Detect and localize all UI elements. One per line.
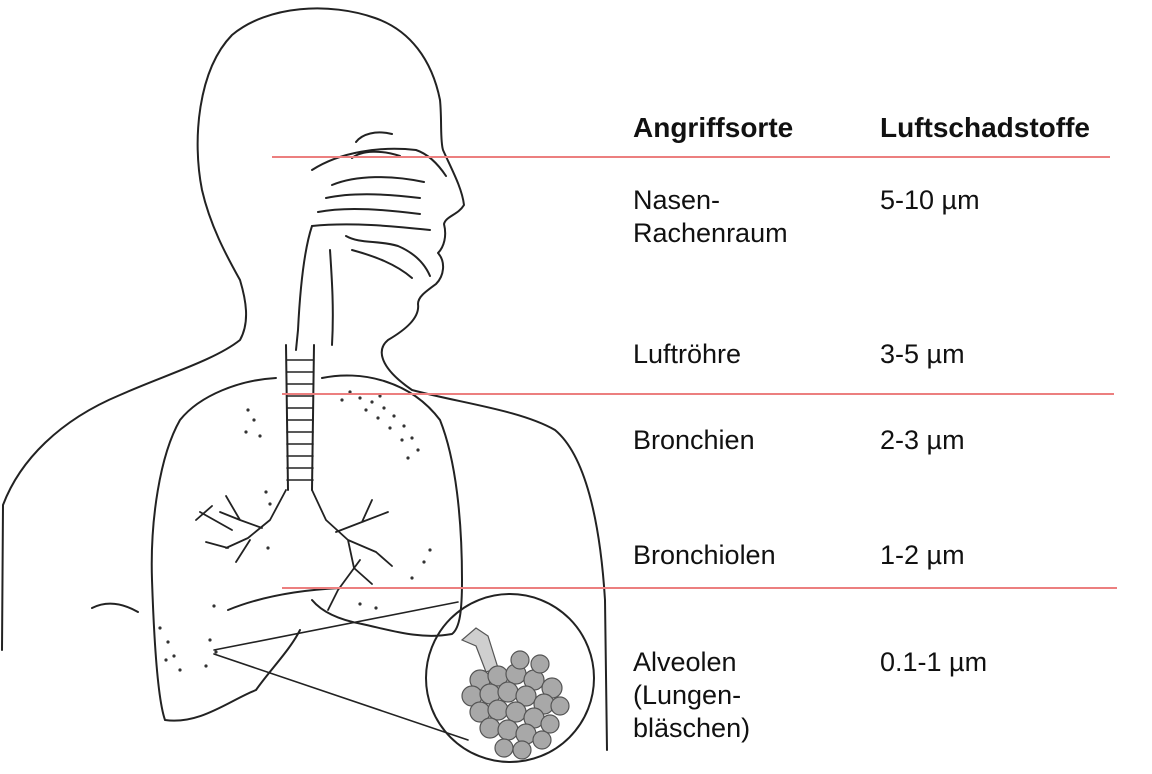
bronchiole-tube <box>462 628 498 672</box>
size-bronchioles: 1-2 µm <box>880 539 965 572</box>
divider-line-trachea-bottom <box>282 393 1114 395</box>
size-bronchi: 2-3 µm <box>880 424 965 457</box>
header-air-pollutants: Luftschadstoffe <box>880 112 1090 144</box>
body-outline <box>2 8 607 750</box>
right-bronchial-tree <box>196 490 286 562</box>
left-bronchial-tree <box>312 490 392 610</box>
nasal-cavity <box>312 132 446 230</box>
zoom-lines <box>214 602 468 740</box>
header-attack-sites: Angriffsorte <box>633 112 793 144</box>
divider-line-bronchioles-bottom <box>282 587 1117 589</box>
size-alveoli: 0.1-1 µm <box>880 646 987 679</box>
trachea-rings <box>287 360 313 480</box>
throat-outline <box>296 226 430 350</box>
divider-line-nasal-top <box>272 156 1110 158</box>
size-nasopharynx: 5-10 µm <box>880 184 980 217</box>
right-lung-outline <box>152 378 300 721</box>
left-arm-line <box>92 604 138 612</box>
lung-lobe-line <box>228 588 340 610</box>
location-alveoli: Alveolen (Lungen- bläschen) <box>633 646 750 745</box>
location-bronchioles: Bronchiolen <box>633 539 776 572</box>
location-nasopharynx: Nasen- Rachenraum <box>633 184 788 250</box>
size-trachea: 3-5 µm <box>880 338 965 371</box>
location-trachea: Luftröhre <box>633 338 741 371</box>
location-bronchi: Bronchien <box>633 424 755 457</box>
